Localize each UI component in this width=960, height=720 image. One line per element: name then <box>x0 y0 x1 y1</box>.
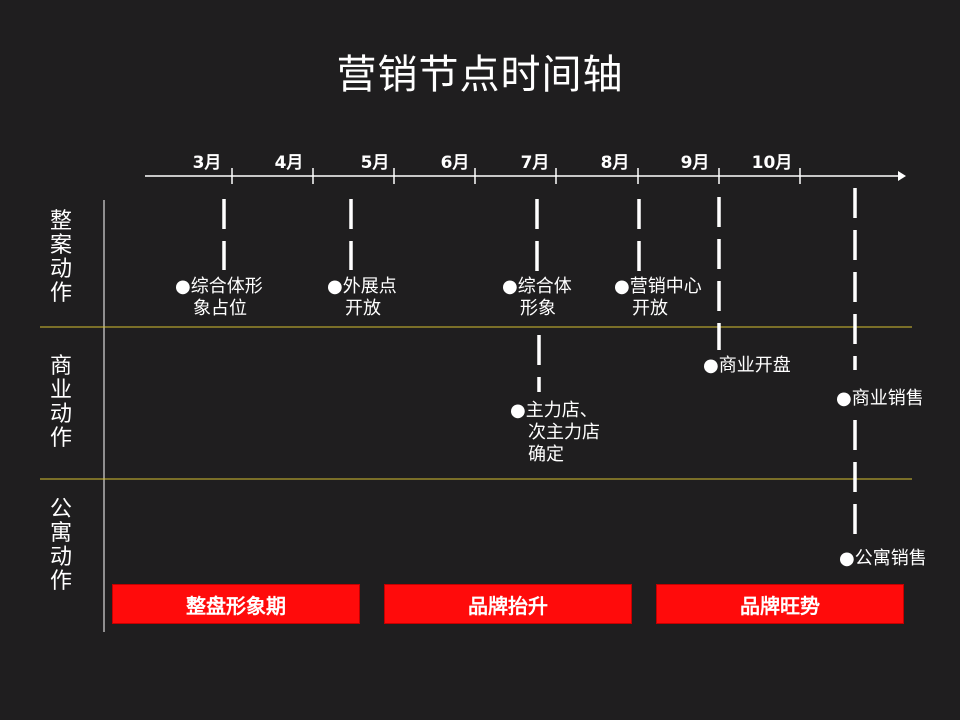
month-label: 7月 <box>520 153 550 173</box>
phase-brand-rise: 品牌抬升 <box>384 584 632 624</box>
event-sales-center-opening: ●营销中心 开放 <box>614 276 702 319</box>
event-anchor-store-confirmed: ●主力店、 次主力店 确定 <box>510 400 600 465</box>
phase-brand-peak: 品牌旺势 <box>656 584 904 624</box>
event-complex-image-positioning: ●综合体形 象占位 <box>175 276 263 319</box>
month-label: 5月 <box>360 153 390 173</box>
month-label: 4月 <box>274 153 304 173</box>
event-commercial-launch: ●商业开盘 <box>703 355 791 376</box>
month-label: 8月 <box>600 153 630 173</box>
event-apartment-sales: ●公寓销售 <box>839 548 927 569</box>
phase-overall-image: 整盘形象期 <box>112 584 360 624</box>
event-complex-image: ●综合体 形象 <box>502 276 572 319</box>
month-label: 9月 <box>680 153 710 173</box>
event-commercial-sales: ●商业销售 <box>836 388 924 409</box>
axis-arrowhead <box>898 171 906 181</box>
month-label: 6月 <box>440 153 470 173</box>
month-label: 3月 <box>192 153 222 173</box>
row-label-apartment: 公 寓 动 作 <box>49 497 72 594</box>
event-exhibition-opening: ●外展点 开放 <box>327 276 397 319</box>
month-label: 10月 <box>751 153 793 173</box>
axis-ticks <box>231 168 801 184</box>
page-title: 营销节点时间轴 <box>336 52 624 98</box>
row-label-commercial: 商 业 动 作 <box>49 354 72 451</box>
row-label-overall: 整 案 动 作 <box>49 209 72 306</box>
